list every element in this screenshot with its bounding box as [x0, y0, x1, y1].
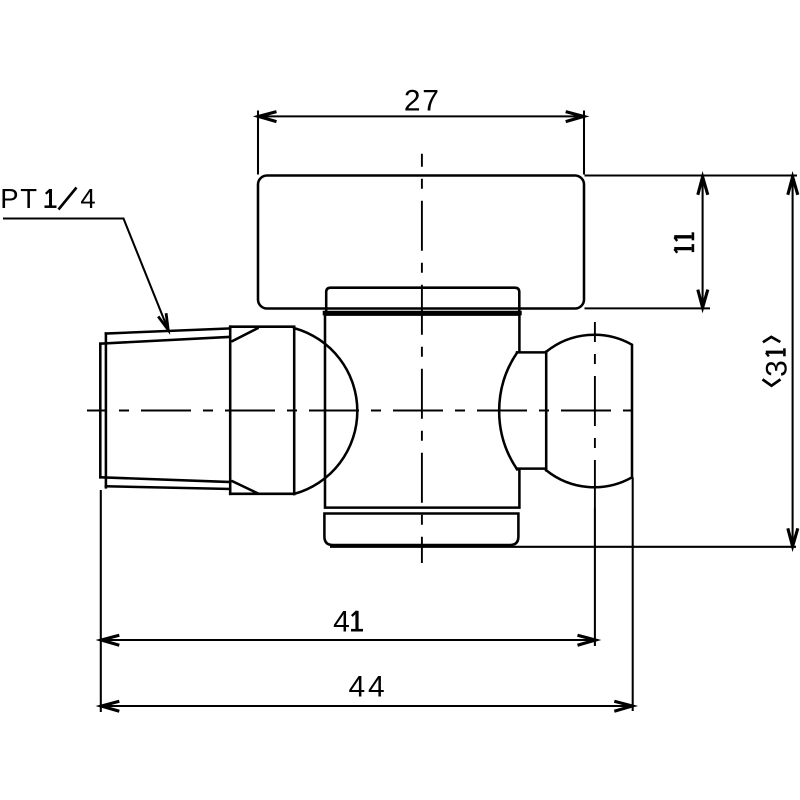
svg-text:3: 3: [761, 360, 794, 377]
svg-text:T: T: [20, 183, 37, 214]
svg-text:4: 4: [80, 183, 95, 214]
svg-text:2: 2: [404, 85, 421, 118]
svg-text:4: 4: [333, 606, 350, 639]
svg-text:4: 4: [349, 671, 366, 704]
svg-text:7: 7: [422, 85, 439, 118]
svg-text:4: 4: [368, 671, 385, 704]
svg-text:P: P: [0, 183, 18, 214]
